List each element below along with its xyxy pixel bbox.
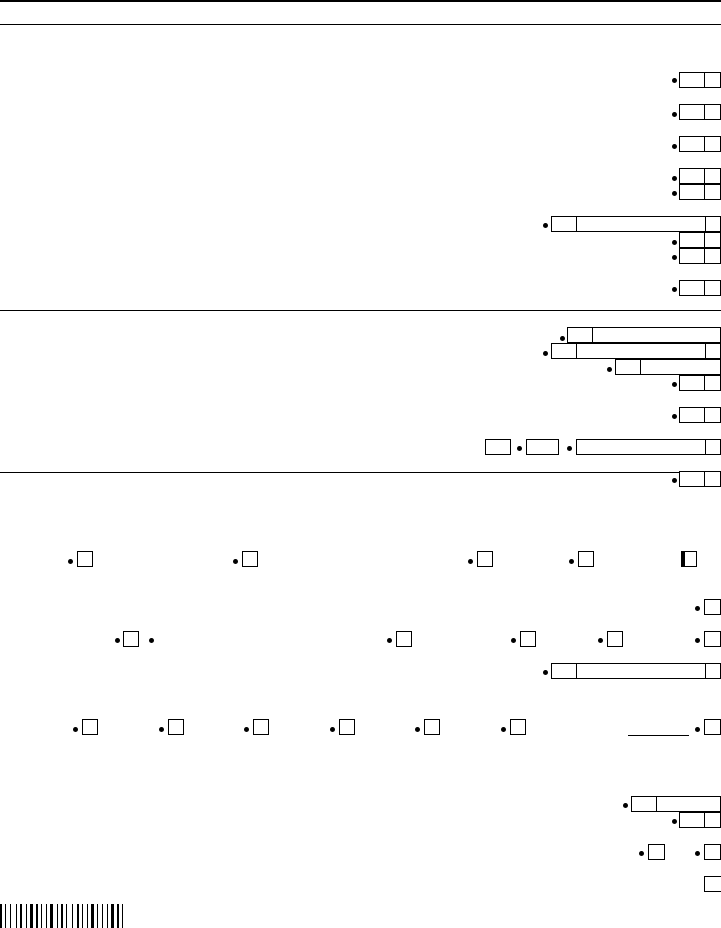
bullet-icon — [73, 727, 78, 732]
entry-field-wide-1[interactable] — [551, 216, 721, 232]
checkbox-7[interactable] — [123, 631, 139, 647]
entry-field-12[interactable] — [679, 812, 721, 828]
bullet-icon — [387, 638, 392, 643]
bullet-icon — [672, 382, 677, 387]
bullet-icon — [543, 670, 548, 675]
section-divider-2 — [0, 472, 721, 473]
entry-field-7[interactable] — [679, 248, 721, 264]
bullet-icon — [598, 638, 603, 643]
bullet-icon — [672, 112, 677, 117]
checkbox-19[interactable] — [648, 844, 665, 860]
entry-field-11[interactable] — [679, 471, 721, 487]
bullet-icon — [159, 727, 164, 732]
bullet-icon — [672, 287, 677, 292]
entry-field-wide-4[interactable] — [615, 359, 721, 375]
bullet-icon — [560, 336, 565, 341]
entry-field-wide-5[interactable] — [576, 439, 721, 455]
bullet-icon — [511, 638, 516, 643]
bullet-icon — [695, 727, 700, 732]
bullet-icon — [543, 351, 548, 356]
top-border — [0, 0, 721, 2]
checkbox-18[interactable] — [704, 719, 721, 735]
bullet-icon — [543, 223, 548, 228]
bullet-icon — [567, 446, 572, 451]
entry-box-last[interactable] — [704, 876, 721, 892]
bullet-icon — [672, 255, 677, 260]
checkbox-10[interactable] — [607, 631, 623, 647]
entry-field-9[interactable] — [679, 375, 721, 391]
checkbox-13[interactable] — [168, 719, 184, 735]
bullet-icon — [672, 78, 677, 83]
bullet-icon — [672, 144, 677, 149]
entry-field-2[interactable] — [679, 104, 721, 120]
bullet-icon — [639, 851, 644, 856]
entry-field-1[interactable] — [679, 72, 721, 88]
entry-field-3[interactable] — [679, 136, 721, 152]
section-divider-1 — [0, 310, 721, 311]
bullet-icon — [695, 851, 700, 856]
bullet-icon — [468, 559, 473, 564]
bullet-icon — [415, 727, 420, 732]
checkbox-8[interactable] — [396, 631, 412, 647]
entry-field-small-a[interactable] — [485, 439, 511, 455]
checkbox-5[interactable] — [681, 551, 697, 567]
bullet-icon — [149, 638, 154, 643]
checkbox-20[interactable] — [704, 844, 721, 860]
checkbox-15[interactable] — [339, 719, 355, 735]
bullet-icon — [695, 606, 700, 611]
checkbox-4[interactable] — [578, 551, 594, 567]
bullet-icon — [244, 727, 249, 732]
checkbox-1[interactable] — [77, 551, 93, 567]
header-divider — [0, 24, 721, 25]
checkbox-9[interactable] — [520, 631, 536, 647]
checkbox-17[interactable] — [510, 719, 526, 735]
entry-field-6[interactable] — [679, 232, 721, 248]
entry-field-wide-6[interactable] — [551, 663, 721, 679]
checkbox-16[interactable] — [424, 719, 440, 735]
bullet-icon — [672, 414, 677, 419]
bullet-icon — [672, 819, 677, 824]
barcode-icon — [0, 904, 160, 928]
entry-field-5[interactable] — [679, 184, 721, 200]
entry-field-10[interactable] — [679, 407, 721, 423]
write-in-line[interactable] — [628, 735, 689, 736]
checkbox-2[interactable] — [242, 551, 258, 567]
entry-field-wide-2[interactable] — [567, 327, 721, 343]
bullet-icon — [607, 367, 612, 372]
bullet-icon — [115, 638, 120, 643]
entry-field-wide-3[interactable] — [551, 343, 721, 359]
checkbox-12[interactable] — [82, 719, 98, 735]
bullet-icon — [672, 478, 677, 483]
bullet-icon — [330, 727, 335, 732]
bullet-icon — [672, 176, 677, 181]
bullet-icon — [672, 240, 677, 245]
checkbox-3[interactable] — [477, 551, 493, 567]
bullet-icon — [695, 638, 700, 643]
entry-field-8[interactable] — [679, 280, 721, 296]
checkbox-11[interactable] — [704, 631, 721, 647]
bullet-icon — [672, 191, 677, 196]
bullet-icon — [68, 559, 73, 564]
bullet-icon — [569, 559, 574, 564]
bullet-icon — [233, 559, 238, 564]
checkbox-6[interactable] — [704, 599, 721, 615]
entry-field-4[interactable] — [679, 168, 721, 184]
bullet-icon — [623, 803, 628, 808]
entry-field-wide-7[interactable] — [631, 796, 721, 812]
bullet-icon — [517, 446, 522, 451]
entry-field-small-b[interactable] — [526, 439, 559, 455]
bullet-icon — [501, 727, 506, 732]
checkbox-14[interactable] — [253, 719, 269, 735]
